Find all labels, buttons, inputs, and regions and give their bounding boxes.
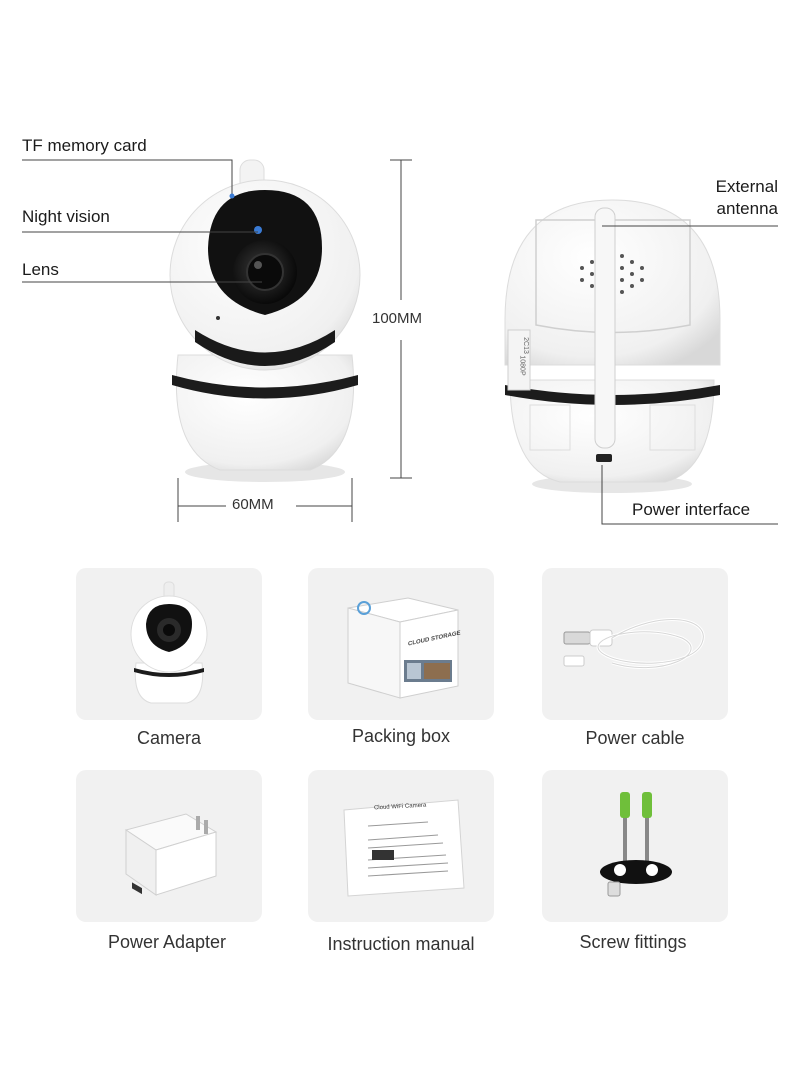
package-contents: CLOUD STORAGE Camera Packing box Power c… xyxy=(0,560,800,1060)
cable-icon xyxy=(563,618,705,670)
item-card-packing-box: CLOUD STORAGE xyxy=(308,568,494,720)
screw-icon xyxy=(600,792,672,897)
power-port xyxy=(596,454,612,462)
item-card-instruction-manual: Cloud WiFi Camera xyxy=(308,770,494,922)
item-label-instruction-manual: Instruction manual xyxy=(327,934,475,954)
callout-night-vision: Night vision xyxy=(22,207,110,226)
dimension-width: 60MM xyxy=(226,496,280,513)
camera-icon xyxy=(130,581,208,704)
external-antenna xyxy=(594,207,616,449)
callout-tf-memory-card: TF memory card xyxy=(22,136,147,155)
item-label-camera: Camera xyxy=(136,728,202,748)
item-card-screw-fittings xyxy=(542,770,728,922)
dimension-height: 100MM xyxy=(366,310,429,327)
manual-icon xyxy=(343,799,465,897)
item-card-power-adapter xyxy=(76,770,262,922)
item-label-packing-box: Packing box xyxy=(351,726,451,746)
adapter-icon xyxy=(124,813,218,896)
callout-external-antenna: External antenna xyxy=(715,177,778,218)
item-card-camera xyxy=(76,568,262,720)
item-label-screw-fittings: Screw fittings xyxy=(579,932,687,952)
front-camera-illustration xyxy=(169,159,361,482)
item-label-power-cable: Power cable xyxy=(585,728,685,748)
box-icon xyxy=(347,597,459,699)
callout-power-interface: Power interface xyxy=(632,500,751,519)
back-camera-illustration xyxy=(504,199,721,493)
callout-lens: Lens xyxy=(22,260,59,279)
product-diagram: 2C13 1080P TF memory card xyxy=(0,0,800,540)
item-card-power-cable xyxy=(542,568,728,720)
callout-lines xyxy=(22,159,778,525)
item-label-power-adapter: Power Adapter xyxy=(107,932,227,952)
